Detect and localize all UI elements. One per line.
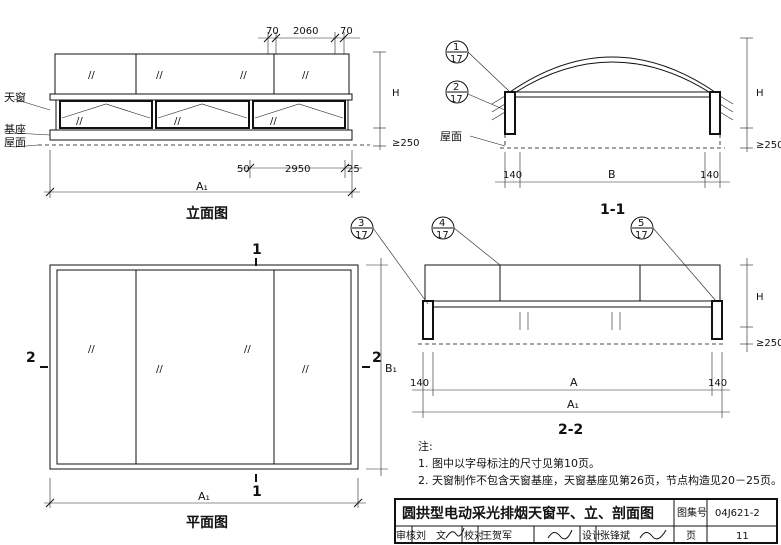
design-signature [639,529,667,540]
s22-callout5-den: 17 [635,230,648,241]
check-label: 校对 [464,529,484,542]
elev-label-roof: 屋面 [4,136,26,149]
s11-dim-right: 140 [700,170,719,181]
svg-text://: // [302,364,309,375]
s22-callout3-den: 17 [355,230,368,241]
notes-block: 注: 1. 图中以字母标注的尺寸见第10页。 2. 天窗制作不包含天窗基座，天窗… [418,438,781,489]
note-2: 2. 天窗制作不包含天窗基座，天窗基座见第26页，节点构造见20－25页。 [418,474,781,487]
s11-dim-left: 140 [503,170,522,181]
s22-dim-total: A₁ [567,398,579,411]
svg-text://: // [244,344,251,355]
plan-dim-total: A₁ [198,490,210,503]
plan-cut-left: 2 [26,350,36,366]
s22-dim-right: 140 [708,378,727,389]
svg-text://: // [88,70,95,81]
svg-text:≥250: ≥250 [392,138,419,149]
svg-text://: // [240,70,247,81]
svg-text://: // [76,116,83,127]
s11-dim-base: ≥250 [756,140,781,151]
svg-text:H: H [392,88,400,99]
plan-cut-top: 1 [252,242,262,258]
s11-callout2-den: 17 [450,94,463,105]
elev-title: 立面图 [186,205,228,222]
elev-dim-bot-c: 25 [347,164,360,175]
titleblock-title: 圆拱型电动采光排烟天窗平、立、剖面图 [402,505,654,522]
s11-title: 1-1 [600,202,625,218]
elevation-view: 70 2060 70 // // // // // // // 天窗 基座 屋面 [4,26,419,222]
s22-dim-mid: A [570,376,578,389]
elev-dim-bot-a: 50 [237,164,250,175]
s22-dim-h: H [756,292,764,303]
plan-cut-right: 2 [372,350,382,366]
check-name: 王贺军 [482,530,512,542]
s11-callout1-den: 17 [450,54,463,65]
design-name: 张锋斌 [600,529,630,542]
s11-label-roof: 屋面 [440,130,462,143]
s22-dim-base: ≥250 [756,338,781,349]
svg-text://: // [302,70,309,81]
svg-text://: // [88,344,95,355]
s22-callout5-num: 5 [638,218,644,229]
elev-dim-bot-b: 2950 [285,164,310,175]
plan-title: 平面图 [186,515,228,531]
svg-text://: // [156,70,163,81]
note-1: 1. 图中以字母标注的尺寸见第10页。 [418,457,600,470]
notes-heading: 注: [418,440,433,453]
section-2-2: 3 17 4 17 5 17 H ≥250 140 A 140 A₁ 2-2 [350,216,781,438]
svg-text://: // [156,364,163,375]
s22-callout4-num: 4 [439,218,445,229]
plan-dim-side: B₁ [385,362,397,375]
section-1-1: 屋面 1 17 2 17 H ≥250 140 B 140 1-1 [440,37,781,218]
s11-dim-h: H [756,88,764,99]
s22-callout4-den: 17 [436,230,449,241]
plan-cut-bottom: 1 [252,484,262,500]
page-label: 页 [686,530,696,542]
s11-callout1-num: 1 [453,42,459,53]
title-block: 圆拱型电动采光排烟天窗平、立、剖面图 图集号 04J621-2 审核 刘 文 校… [394,498,778,544]
elev-dim-top-right: 70 [340,26,353,37]
elev-label-base: 基座 [4,122,26,136]
elev-dim-total: A₁ [196,180,208,193]
review-label: 审核 [396,529,416,542]
elev-label-skylight: 天窗 [4,90,26,104]
elev-dim-top-left: 70 [266,26,279,37]
s11-callout2-num: 2 [453,82,459,93]
s22-title: 2-2 [558,422,583,438]
elev-dim-top-mid: 2060 [293,26,318,37]
plan-view: // // // // 1 1 2 2 B₁ A₁ 平面图 [26,242,397,531]
design-label: 设计 [582,529,602,542]
review-name: 刘 文 [416,529,446,542]
svg-text://: // [174,116,181,127]
s22-callout3-num: 3 [358,218,364,229]
svg-text://: // [270,116,277,127]
page-no: 11 [736,531,749,542]
check-signature [547,529,573,540]
atlas-no: 04J621-2 [715,508,760,519]
s22-dim-left: 140 [410,378,429,389]
atlas-label: 图集号 [677,506,707,519]
s11-dim-mid: B [608,168,616,181]
review-signature [445,527,465,539]
